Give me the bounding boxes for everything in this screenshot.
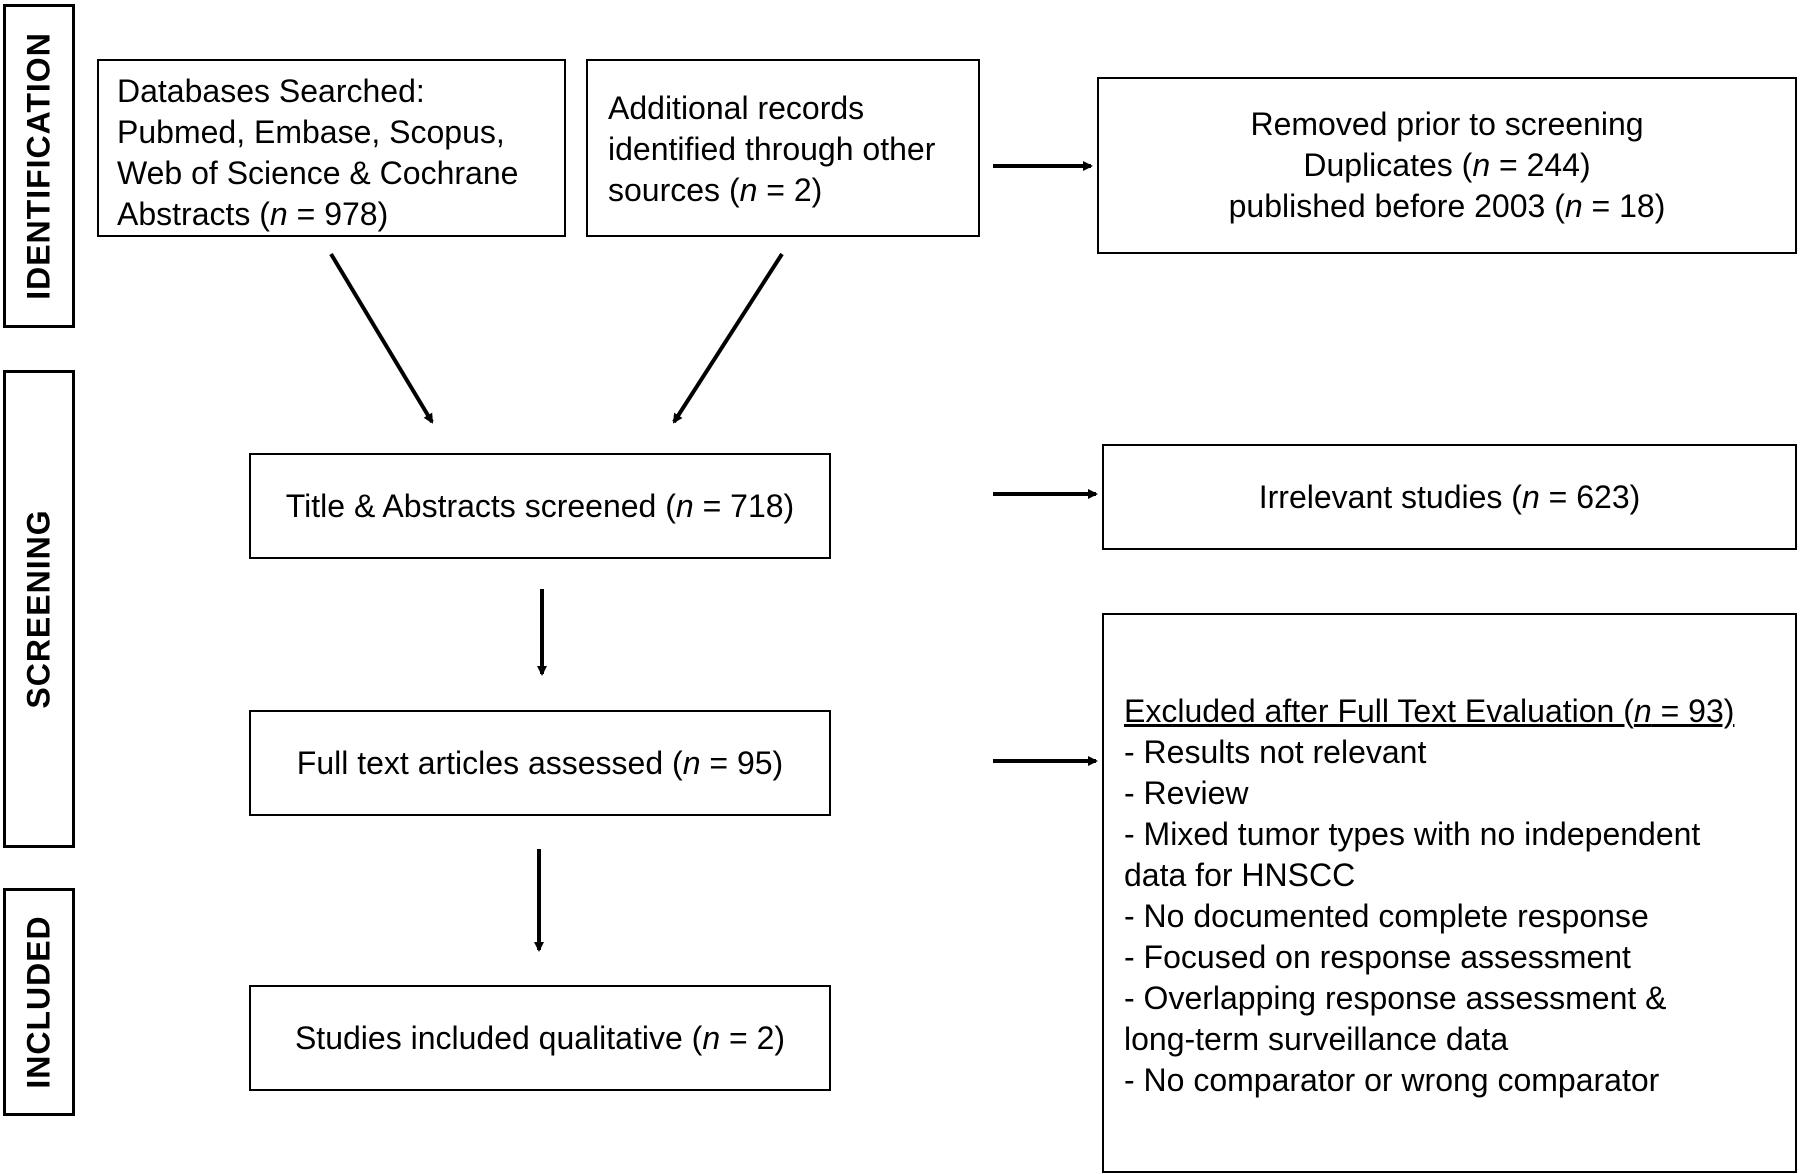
excluded-reason: - Review	[1124, 775, 1249, 811]
stage-included: INCLUDED	[3, 888, 75, 1116]
screened-text: Title & Abstracts screened (n = 718)	[285, 487, 795, 524]
included-text: Studies included qualitative (n = 2)	[294, 1019, 786, 1056]
excluded-box: Excluded after Full Text Evaluation (n =…	[1102, 613, 1797, 1173]
excluded-reason: - Overlapping response assessment &	[1124, 980, 1667, 1016]
databases-line-4: Abstracts (n = 978)	[117, 196, 389, 232]
databases-searched-box: Databases Searched: Pubmed, Embase, Scop…	[97, 59, 566, 237]
excluded-reason: - No comparator or wrong comparator	[1124, 1062, 1660, 1098]
additional-line-3: sources (n = 2)	[608, 172, 823, 208]
excluded-reason: long-term surveillance data	[1124, 1021, 1509, 1057]
additional-records-box: Additional records identified through ot…	[586, 59, 980, 237]
removed-line-1: Removed prior to screening	[1250, 106, 1644, 142]
arrow-additional-to-screened	[672, 252, 784, 424]
databases-line-2: Pubmed, Embase, Scopus,	[117, 114, 505, 150]
fulltext-box: Full text articles assessed (n = 95)	[249, 710, 831, 816]
excluded-reason: - No documented complete response	[1124, 898, 1649, 934]
arrow-databases-to-screened	[329, 252, 434, 424]
irrelevant-box: Irrelevant studies (n = 623)	[1102, 444, 1797, 550]
screened-box: Title & Abstracts screened (n = 718)	[249, 453, 831, 559]
excluded-reason: - Focused on response assessment	[1124, 939, 1631, 975]
additional-line-2: identified through other	[608, 131, 936, 167]
excluded-reason: - Mixed tumor types with no independent	[1124, 816, 1701, 852]
removed-line-3: published before 2003 (n = 18)	[1228, 188, 1666, 224]
excluded-reason: - Results not relevant	[1124, 734, 1427, 770]
stage-screening: SCREENING	[3, 370, 75, 848]
removed-prior-box: Removed prior to screening Duplicates (n…	[1097, 77, 1797, 254]
included-box: Studies included qualitative (n = 2)	[249, 985, 831, 1091]
stage-identification: IDENTIFICATION	[3, 4, 75, 328]
fulltext-text: Full text articles assessed (n = 95)	[296, 744, 784, 781]
excluded-reason: data for HNSCC	[1124, 857, 1356, 893]
excluded-heading: Excluded after Full Text Evaluation (n =…	[1124, 693, 1735, 729]
additional-line-1: Additional records	[608, 90, 865, 126]
databases-line-1: Databases Searched:	[117, 73, 425, 109]
databases-line-3: Web of Science & Cochrane	[117, 155, 519, 191]
irrelevant-text: Irrelevant studies (n = 623)	[1258, 478, 1641, 515]
removed-line-2: Duplicates (n = 244)	[1303, 147, 1591, 183]
